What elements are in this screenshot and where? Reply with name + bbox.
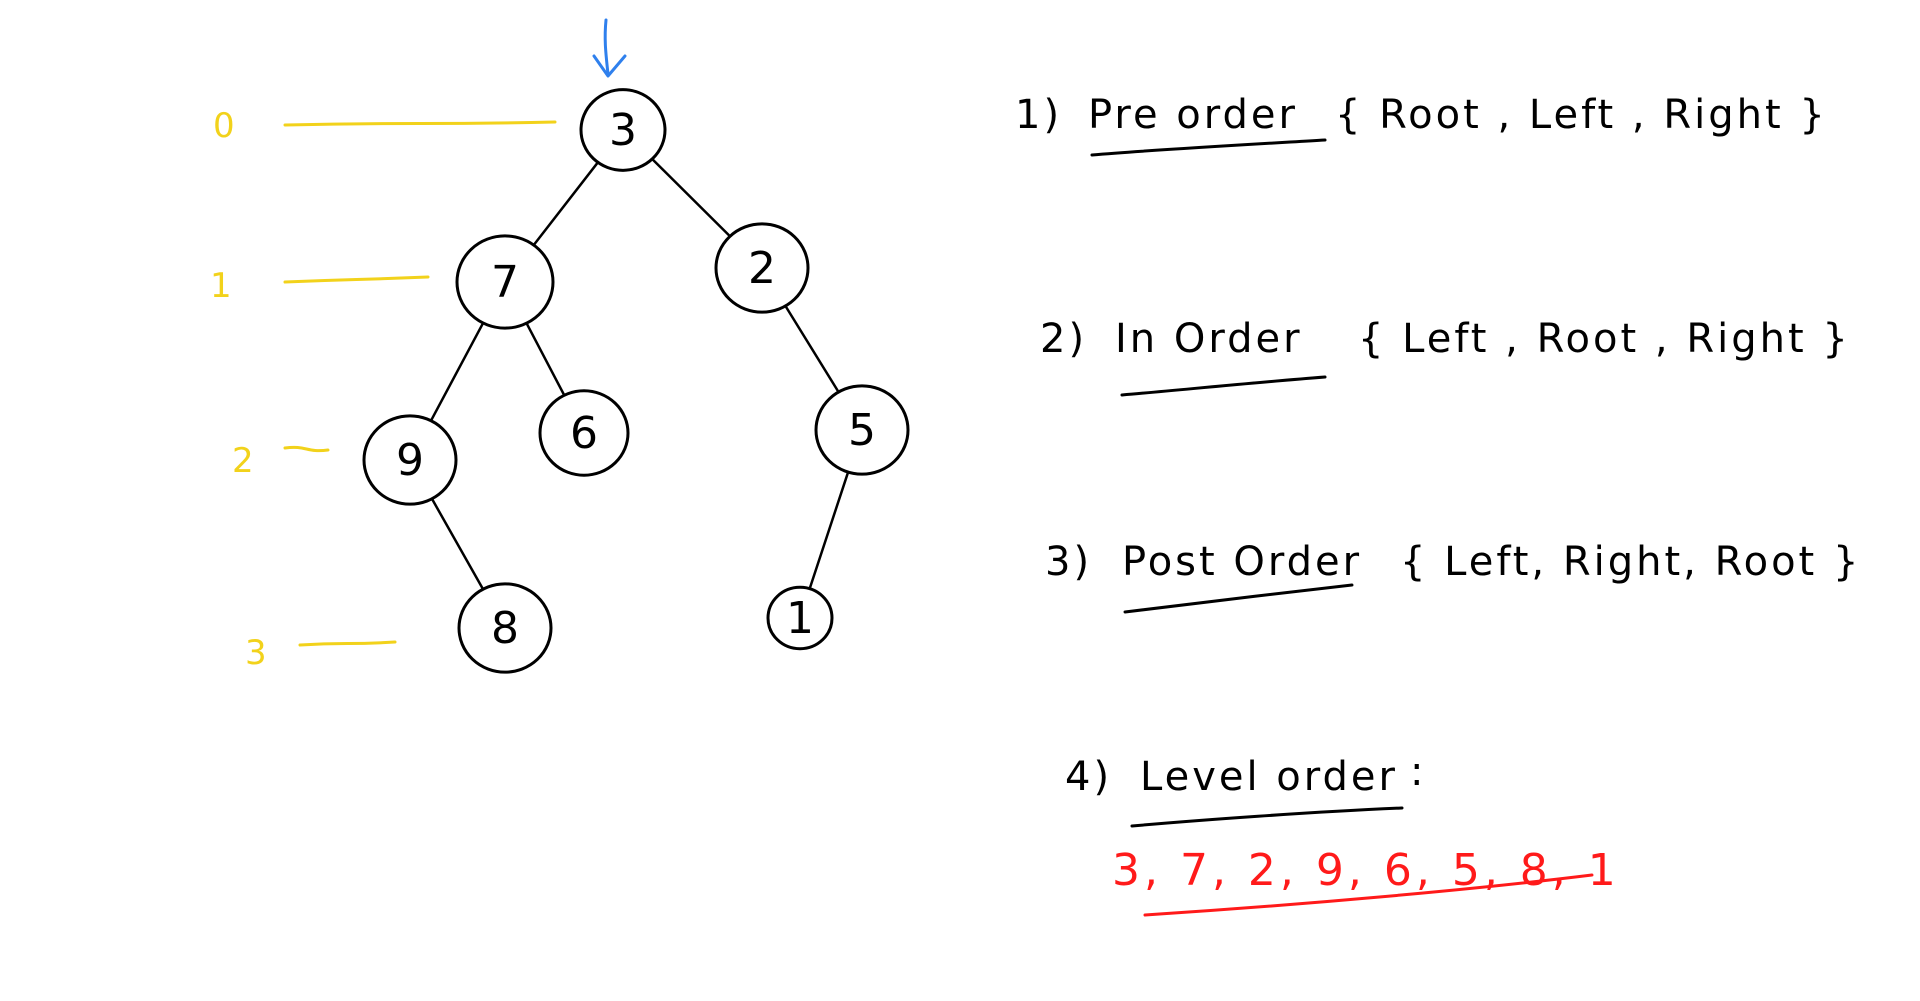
level-label: 2 [232, 441, 254, 481]
tree-node: 1 [766, 585, 834, 651]
tree-node: 3 [579, 88, 667, 172]
down-arrow-icon [592, 18, 627, 78]
traversal-name: Level order [1140, 754, 1398, 800]
arrow-shaft [603, 18, 610, 76]
tree-nodes: 3 7 2 9 6 5 8 1 [362, 88, 910, 674]
traversal-name: Pre order [1088, 92, 1298, 138]
arrow-head [592, 54, 627, 78]
level-label: 3 [245, 633, 267, 673]
tree-edge [808, 472, 849, 589]
node-circle [457, 582, 553, 674]
traversal-underline [1120, 375, 1327, 397]
node-circle [714, 222, 810, 314]
traversal-number: 2) [1040, 316, 1087, 362]
node-circle [538, 389, 630, 477]
tree-node: 2 [714, 222, 810, 314]
node-circle [814, 384, 910, 476]
tree-edge [526, 323, 565, 396]
tree-edge [533, 161, 599, 246]
traversal-name: In Order [1115, 316, 1303, 362]
level-line [298, 640, 397, 647]
node-label: 3 [609, 105, 637, 156]
node-label: 1 [786, 593, 814, 644]
tree-node: 5 [814, 384, 910, 476]
node-circle [579, 88, 667, 172]
traversal-number: 1) [1015, 92, 1062, 138]
level-line [283, 275, 430, 284]
level-order-sequence: 3, 7, 2, 9, 6, 5, 8, 1 [1112, 845, 1620, 896]
traversal-underline [1090, 138, 1327, 157]
level-order-result: 3, 7, 2, 9, 6, 5, 8, 1 [1112, 845, 1620, 917]
node-circle [766, 585, 834, 651]
traversal-underline [1130, 806, 1404, 828]
tree-edge [431, 498, 484, 590]
traversal-number: 4) [1065, 754, 1112, 800]
tree-edge [430, 323, 484, 421]
level-line [283, 445, 330, 453]
traversal-item-inorder: 2) In Order { Left , Root , Right } [1040, 316, 1851, 397]
node-circle [455, 234, 555, 330]
traversal-list: 1) Pre order { Root , Left , Right } 2) … [1015, 92, 1861, 917]
node-label: 5 [848, 405, 876, 456]
traversal-item-postorder: 3) Post Order { Left, Right, Root } [1045, 539, 1861, 614]
traversal-rule: { Left, Right, Root } [1400, 539, 1861, 585]
traversal-number: 3) [1045, 539, 1092, 585]
level-markers: 0 1 2 3 [210, 106, 557, 673]
traversal-rule: : [1410, 749, 1426, 795]
traversal-underline [1123, 583, 1354, 614]
node-label: 7 [491, 257, 519, 308]
tree-node: 7 [455, 234, 555, 330]
traversal-rule: { Left , Root , Right } [1358, 316, 1851, 362]
tree-node: 6 [538, 389, 630, 477]
tree-edges [430, 158, 849, 590]
node-circle [362, 414, 458, 506]
traversal-item-preorder: 1) Pre order { Root , Left , Right } [1015, 92, 1828, 157]
tree-edge [651, 158, 731, 237]
result-underline [1143, 873, 1594, 917]
traversal-rule: { Root , Left , Right } [1335, 92, 1828, 138]
node-label: 2 [748, 243, 776, 294]
traversal-name: Post Order [1122, 539, 1362, 585]
traversal-item-levelorder: 4) Level order : [1065, 749, 1426, 828]
tree-edge [784, 305, 840, 393]
tree-node: 9 [362, 414, 458, 506]
node-label: 8 [491, 603, 519, 654]
level-line [283, 120, 557, 127]
level-label: 1 [210, 266, 232, 306]
level-label: 0 [213, 106, 235, 146]
node-label: 9 [396, 435, 424, 486]
node-label: 6 [570, 408, 598, 459]
tree-node: 8 [457, 582, 553, 674]
